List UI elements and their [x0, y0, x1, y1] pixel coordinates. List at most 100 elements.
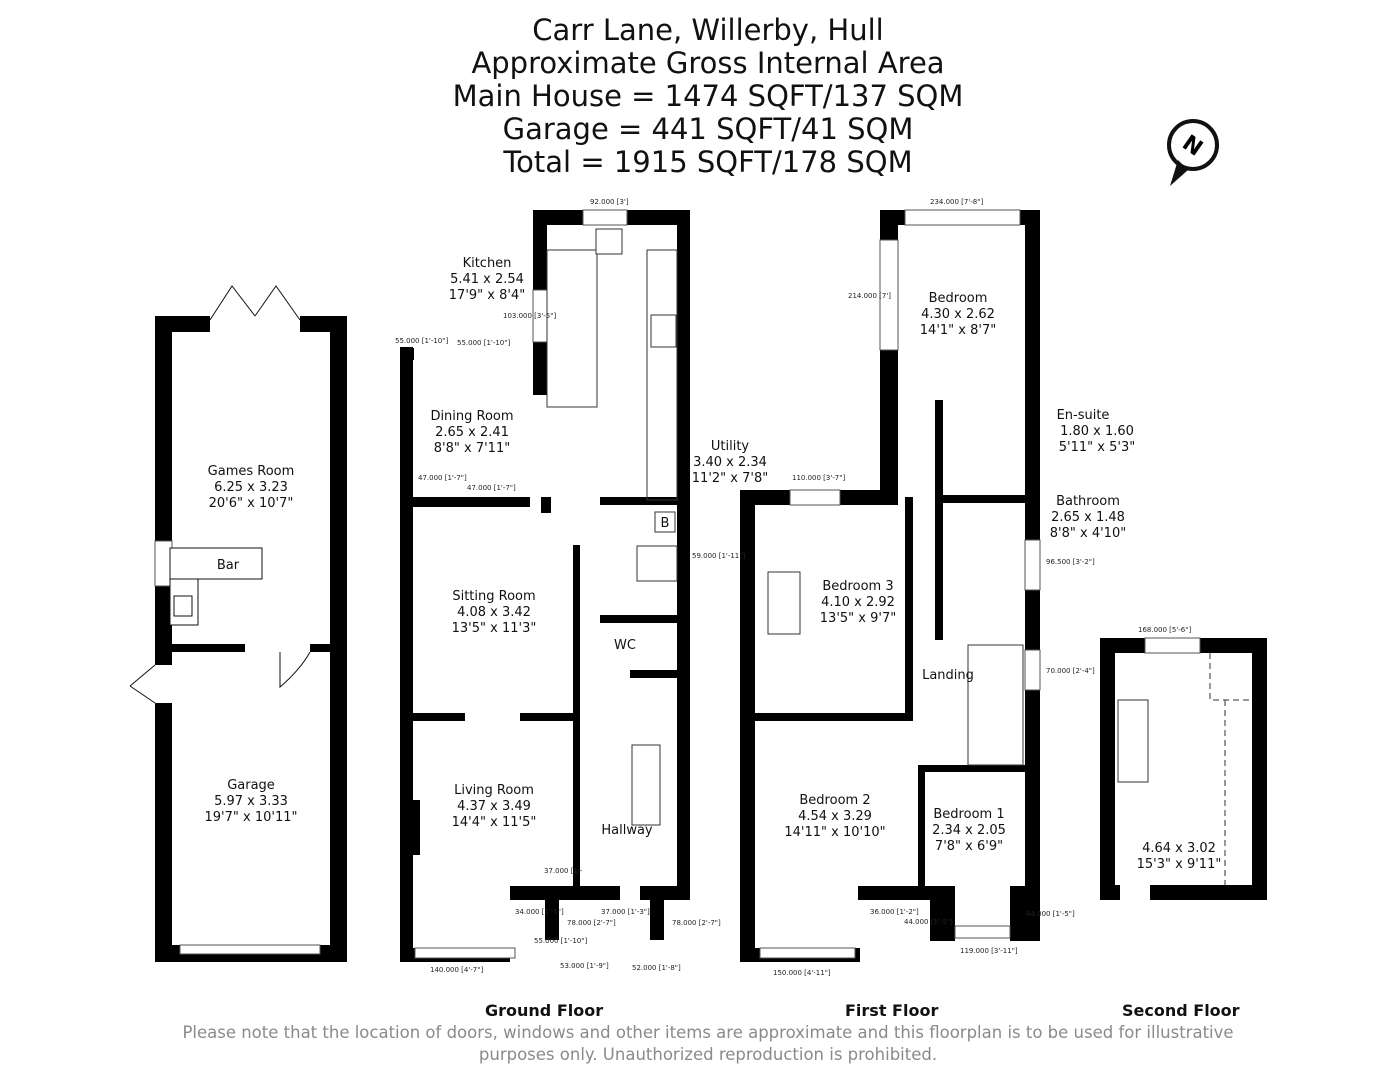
room-kitchen: Kitchen 5.41 x 2.54 17'9" x 8'4"	[449, 256, 525, 303]
disclaimer-line-1: Please note that the location of doors, …	[182, 1023, 1234, 1042]
first-floor-label: First Floor	[845, 1001, 939, 1020]
disclaimer: Please note that the location of doors, …	[0, 1022, 1398, 1066]
svg-text:4.30 x 2.62: 4.30 x 2.62	[921, 307, 995, 322]
ground-floor-walls	[400, 209, 690, 962]
svg-text:Garage: Garage	[227, 778, 275, 793]
dimension-labels: 92.000 [3'] 103.000 [3'-5"] 55.000 [1'-1…	[395, 198, 1191, 977]
svg-text:6.25 x 3.23: 6.25 x 3.23	[214, 480, 288, 495]
svg-text:2.65 x 1.48: 2.65 x 1.48	[1051, 510, 1125, 525]
room-second-floor: 4.64 x 3.02 15'3" x 9'11"	[1137, 841, 1222, 872]
svg-text:214.000 [7']: 214.000 [7']	[848, 292, 891, 300]
plan-title: Carr Lane, Willerby, Hull Approximate Gr…	[0, 14, 1398, 179]
room-ensuite: En-suite 1.80 x 1.60 5'11" x 5'3"	[1057, 408, 1136, 455]
room-hallway: Hallway	[601, 823, 653, 838]
room-bathroom: Bathroom 2.65 x 1.48 8'8" x 4'10"	[1050, 494, 1126, 541]
svg-text:4.08 x 3.42: 4.08 x 3.42	[457, 605, 531, 620]
svg-text:110.000 [3'-7"]: 110.000 [3'-7"]	[792, 474, 845, 482]
room-utility: Utility 3.40 x 2.34 11'2" x 7'8"	[692, 439, 768, 486]
room-games-room: Games Room 6.25 x 3.23 20'6" x 10'7"	[208, 464, 295, 511]
title-address: Carr Lane, Willerby, Hull	[532, 13, 884, 47]
svg-text:5.97 x 3.33: 5.97 x 3.33	[214, 794, 288, 809]
svg-text:53.000 [1'-9"]: 53.000 [1'-9"]	[560, 962, 609, 970]
svg-text:78.000 [2'-7"]: 78.000 [2'-7"]	[567, 919, 616, 927]
room-garage: Garage 5.97 x 3.33 19'7" x 10'11"	[205, 778, 298, 825]
svg-text:47.000 [1'-7"]: 47.000 [1'-7"]	[467, 484, 516, 492]
room-living-room: Living Room 4.37 x 3.49 14'4" x 11'5"	[452, 783, 537, 830]
svg-text:37.000 [1'-3"]: 37.000 [1'-3"]	[601, 908, 650, 916]
svg-text:78.000 [2'-7"]: 78.000 [2'-7"]	[672, 919, 721, 927]
room-bar: Bar	[217, 558, 240, 573]
room-bedroom1: Bedroom 1 2.34 x 2.05 7'8" x 6'9"	[932, 807, 1006, 854]
svg-text:4.37 x 3.49: 4.37 x 3.49	[457, 799, 531, 814]
svg-text:Bedroom 1: Bedroom 1	[933, 807, 1004, 822]
room-bedroom3: Bedroom 3 4.10 x 2.92 13'5" x 9'7"	[820, 579, 896, 626]
svg-text:44.000 [1'-5"]: 44.000 [1'-5"]	[1026, 910, 1075, 918]
svg-text:3.40 x 2.34: 3.40 x 2.34	[693, 455, 767, 470]
room-bedroom2: Bedroom 2 4.54 x 3.29 14'11" x 10'10"	[784, 793, 885, 840]
svg-text:Sitting Room: Sitting Room	[452, 589, 535, 604]
svg-text:2.65 x 2.41: 2.65 x 2.41	[435, 425, 509, 440]
svg-text:17'9" x 8'4": 17'9" x 8'4"	[449, 288, 525, 303]
svg-text:119.000 [3'-11"]: 119.000 [3'-11"]	[960, 947, 1018, 955]
title-gia: Approximate Gross Internal Area	[471, 46, 945, 80]
first-floor-walls	[740, 209, 1041, 962]
room-bedroom: Bedroom 4.30 x 2.62 14'1" x 8'7"	[920, 291, 996, 338]
svg-text:70.000 [2'-4"]: 70.000 [2'-4"]	[1046, 667, 1095, 675]
room-sitting-room: Sitting Room 4.08 x 3.42 13'5" x 11'3"	[452, 589, 537, 636]
svg-text:14'1" x 8'7": 14'1" x 8'7"	[920, 323, 996, 338]
svg-text:Living Room: Living Room	[454, 783, 534, 798]
svg-text:13'5" x 9'7": 13'5" x 9'7"	[820, 611, 896, 626]
svg-text:2.34 x 2.05: 2.34 x 2.05	[932, 823, 1006, 838]
svg-text:168.000 [5'-6"]: 168.000 [5'-6"]	[1138, 626, 1191, 634]
svg-text:44.000 [1'-5"]: 44.000 [1'-5"]	[904, 918, 953, 926]
svg-text:37.000 [1'-: 37.000 [1'-	[544, 867, 583, 875]
svg-text:13'5" x 11'3": 13'5" x 11'3"	[452, 621, 537, 636]
room-wc: WC	[614, 638, 636, 653]
title-total: Total = 1915 SQFT/178 SQM	[503, 145, 913, 179]
svg-text:150.000 [4'-11"]: 150.000 [4'-11"]	[773, 969, 831, 977]
svg-text:7'8" x 6'9": 7'8" x 6'9"	[935, 839, 1003, 854]
svg-text:N: N	[1177, 131, 1206, 162]
svg-text:4.10 x 2.92: 4.10 x 2.92	[821, 595, 895, 610]
svg-text:59.000 [1'-11"]: 59.000 [1'-11"]	[692, 552, 745, 560]
ground-floor-label: Ground Floor	[485, 1001, 604, 1020]
north-arrow-icon: N	[1167, 119, 1219, 186]
svg-text:8'8" x 4'10": 8'8" x 4'10"	[1050, 526, 1126, 541]
svg-text:103.000 [3'-5"]: 103.000 [3'-5"]	[503, 312, 556, 320]
svg-text:14'11" x 10'10": 14'11" x 10'10"	[784, 825, 885, 840]
svg-text:Games Room: Games Room	[208, 464, 295, 479]
title-garage: Garage = 441 SQFT/41 SQM	[502, 112, 914, 146]
svg-text:20'6" x 10'7": 20'6" x 10'7"	[209, 496, 294, 511]
svg-text:4.64 x 3.02: 4.64 x 3.02	[1142, 841, 1216, 856]
svg-text:4.54 x 3.29: 4.54 x 3.29	[798, 809, 872, 824]
svg-text:15'3" x 9'11": 15'3" x 9'11"	[1137, 857, 1222, 872]
svg-text:34.000 [1'-1"]: 34.000 [1'-1"]	[515, 908, 564, 916]
svg-text:92.000 [3']: 92.000 [3']	[590, 198, 629, 206]
svg-text:47.000 [1'-7"]: 47.000 [1'-7"]	[418, 474, 467, 482]
svg-text:En-suite: En-suite	[1057, 408, 1110, 423]
second-floor-label: Second Floor	[1122, 1001, 1240, 1020]
svg-text:Utility: Utility	[711, 439, 750, 454]
svg-text:140.000 [4'-7"]: 140.000 [4'-7"]	[430, 966, 483, 974]
svg-text:14'4" x 11'5": 14'4" x 11'5"	[452, 815, 537, 830]
room-landing: Landing	[922, 668, 974, 683]
svg-text:Dining Room: Dining Room	[430, 409, 513, 424]
svg-text:Bedroom 2: Bedroom 2	[799, 793, 870, 808]
garage-building	[129, 285, 347, 962]
room-dining-room: Dining Room 2.65 x 2.41 8'8" x 7'11"	[430, 409, 513, 456]
svg-text:5'11" x 5'3": 5'11" x 5'3"	[1059, 440, 1135, 455]
svg-text:Bedroom 3: Bedroom 3	[822, 579, 893, 594]
svg-text:55.000 [1'-10"]: 55.000 [1'-10"]	[457, 339, 510, 347]
svg-text:11'2" x 7'8": 11'2" x 7'8"	[692, 471, 768, 486]
svg-text:36.000 [1'-2"]: 36.000 [1'-2"]	[870, 908, 919, 916]
svg-text:55.000 [1'-10"]: 55.000 [1'-10"]	[395, 337, 448, 345]
boiler-label: B	[661, 516, 670, 531]
svg-text:234.000 [7'-8"]: 234.000 [7'-8"]	[930, 198, 983, 206]
second-floor-walls	[1100, 637, 1267, 900]
title-main-house: Main House = 1474 SQFT/137 SQM	[452, 79, 964, 113]
disclaimer-line-2: purposes only. Unauthorized reproduction…	[478, 1045, 938, 1064]
svg-text:1.80 x 1.60: 1.80 x 1.60	[1060, 424, 1134, 439]
svg-text:Bedroom: Bedroom	[929, 291, 988, 306]
svg-text:19'7" x 10'11": 19'7" x 10'11"	[205, 810, 298, 825]
